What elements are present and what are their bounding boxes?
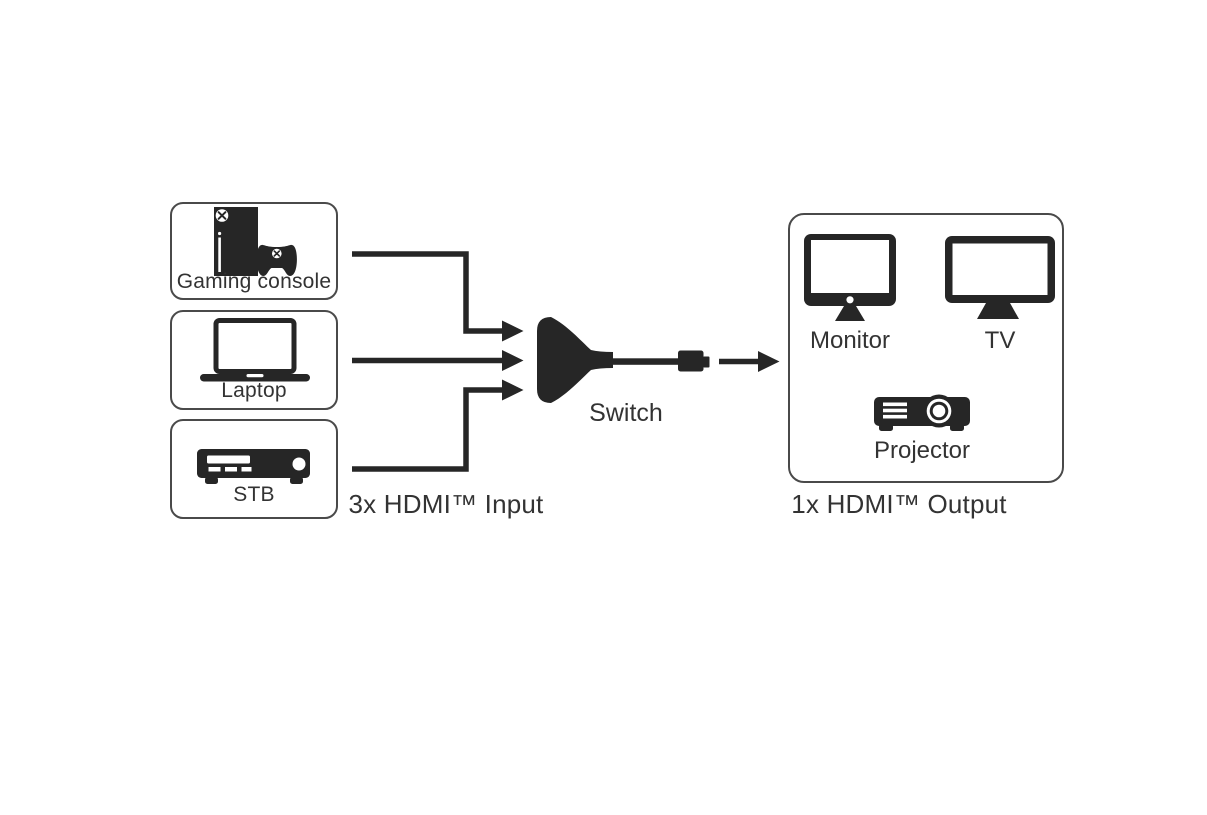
hdmi-plug-tip: [703, 356, 710, 368]
output-label-monitor: Monitor: [809, 327, 891, 354]
input-label-gaming-console: Gaming console: [176, 270, 332, 293]
arrowhead-icon: [502, 379, 524, 401]
gaming-console-icon: [214, 207, 297, 276]
hdmi-cable: [608, 358, 680, 365]
input-label-stb: STB: [233, 483, 275, 506]
arrowhead-icon: [502, 320, 524, 342]
hdmi-switch-icon: [537, 317, 710, 403]
arrow-line-gaming-to-switch: [352, 251, 503, 334]
hdmi-plug-icon: [678, 350, 704, 372]
laptop-icon: [200, 318, 310, 382]
monitor-icon: [804, 234, 896, 321]
input-caption: 3x HDMI™ Input: [348, 489, 544, 519]
input-card-laptop: Laptop: [170, 310, 338, 410]
arrowhead-icon: [758, 351, 780, 372]
output-devices-box: Monitor TV Projector: [788, 213, 1064, 483]
arrow-line-stb-to-switch: [352, 387, 503, 472]
output-label-projector: Projector: [873, 437, 971, 464]
input-label-laptop: Laptop: [221, 379, 287, 402]
tv-icon: [945, 236, 1055, 319]
arrowhead-icon: [502, 350, 524, 371]
output-caption: 1x HDMI™ Output: [791, 489, 1007, 519]
output-label-tv: TV: [984, 327, 1016, 354]
input-card-gaming-console: Gaming console: [170, 202, 338, 300]
switch-label: Switch: [589, 399, 663, 427]
stb-icon: [197, 449, 310, 484]
input-card-stb: STB: [170, 419, 338, 519]
projector-icon: [874, 394, 970, 431]
